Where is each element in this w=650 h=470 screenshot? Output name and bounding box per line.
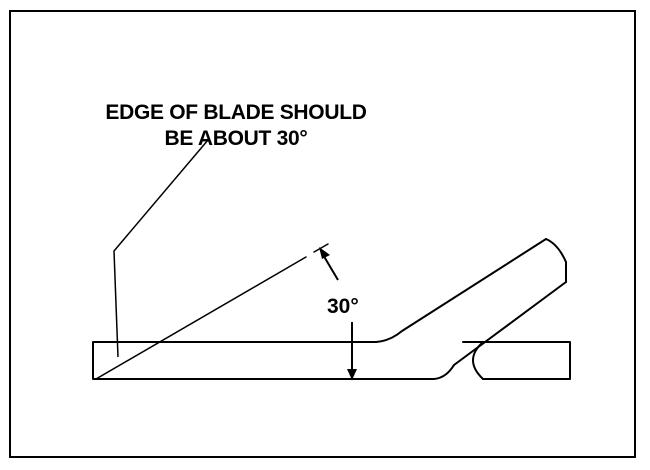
bent-blade-bottom-edge <box>346 281 567 380</box>
bent-blade-end <box>545 238 567 283</box>
angle-reference-line-tip <box>313 243 329 253</box>
blade-base-right <box>462 341 571 380</box>
angle-label: 30° <box>327 295 359 318</box>
bent-blade-top-edge <box>375 238 547 343</box>
blade-base <box>92 341 377 380</box>
arrowhead-upper <box>319 247 330 259</box>
angle-reference-line <box>95 256 307 380</box>
callout-line-2: BE ABOUT 30° <box>164 127 308 150</box>
figure-frame <box>9 10 636 458</box>
bevel-curve <box>472 341 484 380</box>
callout-leader-line <box>113 139 209 358</box>
blade-edge-callout: EDGE OF BLADE SHOULD BE ABOUT 30° <box>56 100 416 152</box>
callout-line-1: EDGE OF BLADE SHOULD <box>105 101 367 124</box>
arrowhead-lower <box>347 369 357 380</box>
